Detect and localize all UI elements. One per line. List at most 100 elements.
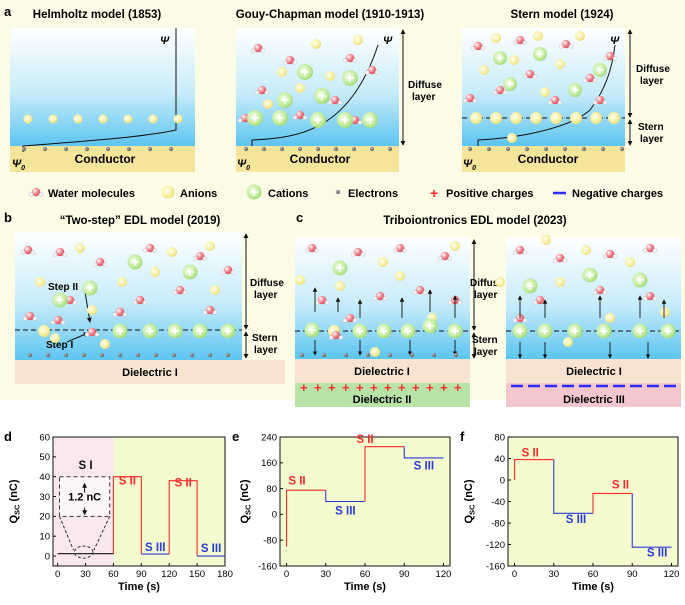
anion <box>450 241 460 251</box>
electron <box>505 146 511 152</box>
water-molecule <box>328 330 344 340</box>
x-tick-label: 120 <box>161 569 177 580</box>
y-tick-label: -120 <box>486 540 505 551</box>
water-molecule <box>462 93 478 103</box>
anion <box>555 59 565 69</box>
two-step-diffuse-label-2: layer <box>254 290 277 301</box>
water-molecule <box>282 55 298 65</box>
y-tick-label: -40 <box>491 497 505 508</box>
electron <box>147 146 153 152</box>
cation <box>376 323 392 339</box>
water-molecule <box>392 243 408 253</box>
y-tick-label: 0 <box>272 510 277 521</box>
water-molecule <box>437 251 453 261</box>
cation <box>112 323 128 339</box>
zoom-line-right <box>93 516 111 551</box>
electron <box>63 146 69 152</box>
cation <box>362 112 378 128</box>
stage-label: S III <box>566 514 586 526</box>
anion <box>35 277 45 287</box>
electron <box>243 146 249 152</box>
two-step-diffuse-label-1: Diffuse <box>250 278 284 289</box>
stern-conductor-label: Conductor <box>518 152 579 166</box>
panel-letter-c: c <box>296 210 303 225</box>
step-one-arrow <box>66 332 89 343</box>
cation <box>522 278 538 294</box>
water-molecule <box>220 265 236 275</box>
x-tick-label: 30 <box>320 569 331 580</box>
y-tick-label: -80 <box>491 518 505 529</box>
legend-electrons-label: Electrons <box>348 188 398 200</box>
positive-charge: + <box>384 380 392 395</box>
gouy-chapman-psi-label: Ψ <box>383 35 393 47</box>
helmholtz-psi0-label: Ψ0 <box>12 158 25 172</box>
positive-charge: + <box>356 380 364 395</box>
electron <box>21 146 27 152</box>
x-tick-label: 60 <box>360 569 371 580</box>
anion <box>75 243 85 253</box>
water-molecule <box>202 305 218 315</box>
helmholtz-conductor <box>10 146 195 172</box>
positive-charge: + <box>370 380 378 395</box>
electron <box>369 146 375 152</box>
electron <box>117 352 123 358</box>
water-molecule <box>84 327 100 337</box>
water-molecule <box>364 65 380 75</box>
legend-positive-symbol: + <box>430 185 438 201</box>
water-molecule <box>642 291 658 301</box>
x-tick-label: 120 <box>436 569 452 580</box>
electron <box>42 146 48 152</box>
cation <box>277 92 293 108</box>
electron <box>27 352 33 358</box>
positive-charge: + <box>426 380 434 395</box>
gouy-chapman-title: Gouy-Chapman model (1910-1913) <box>236 9 425 21</box>
electron <box>562 146 568 152</box>
water-molecule <box>492 85 508 95</box>
legend-anions-label: Anions <box>180 188 217 200</box>
gouy-chapman-psi0-label: Ψ0 <box>237 158 250 172</box>
tribo-stern-label-1: Stern <box>472 335 498 346</box>
cation <box>660 323 676 339</box>
cation <box>167 323 183 339</box>
x-tick-label: 0 <box>55 569 60 580</box>
electron <box>153 352 159 358</box>
x-tick-label: 90 <box>627 569 638 580</box>
anion <box>533 31 543 41</box>
cation <box>304 322 320 338</box>
stern-diffuse-label-1: Diffuse <box>636 64 670 75</box>
panel-letter-f: f <box>460 429 465 444</box>
anion <box>479 65 489 75</box>
legend-water-label: Water molecules <box>48 188 135 200</box>
electron <box>189 352 195 358</box>
anion <box>550 112 562 124</box>
water-molecule <box>20 245 36 255</box>
water-molecule <box>52 247 68 257</box>
anion <box>605 313 615 323</box>
y-tick-label: 20 <box>39 512 50 523</box>
cation <box>220 323 236 339</box>
stern-psi-label: Ψ <box>610 35 620 47</box>
stage-label: S II <box>522 447 539 459</box>
anion <box>660 307 670 317</box>
electron <box>343 352 349 358</box>
electron <box>84 146 90 152</box>
electron <box>387 352 393 358</box>
y-tick-label: 10 <box>39 532 50 543</box>
anion <box>540 87 550 97</box>
stage-label: S III <box>414 460 434 472</box>
electron <box>297 146 303 152</box>
anion <box>148 114 158 124</box>
water-molecule <box>342 53 358 63</box>
cation <box>246 184 262 200</box>
cation <box>142 323 158 339</box>
series-line-s-iii <box>403 446 444 459</box>
anion <box>325 71 335 81</box>
y-tick-label: -160 <box>486 561 505 572</box>
positive-charge: + <box>300 380 308 395</box>
anion <box>495 277 505 287</box>
series-line-s-ii <box>112 476 142 555</box>
zoom-ellipse <box>73 545 94 559</box>
y-axis-label: QSC (nC) <box>8 479 22 523</box>
